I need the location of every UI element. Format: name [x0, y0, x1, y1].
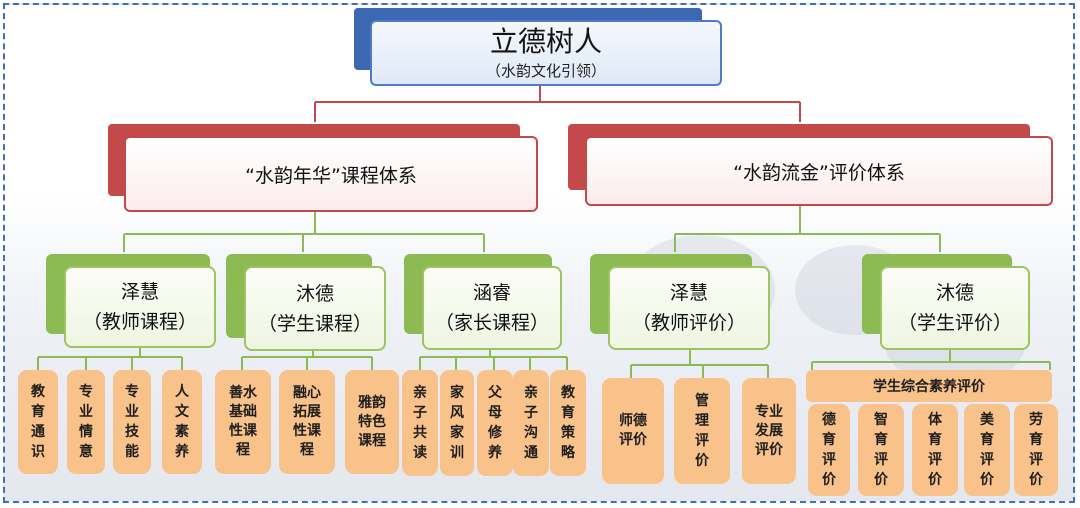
leaf-student-eval: 体育评价 [912, 404, 958, 496]
leaf-parent-course: 父母修养 [477, 370, 513, 476]
group-subtitle: （家长课程） [434, 312, 549, 334]
student-eval-header: 学生综合素养评价 [806, 370, 1052, 402]
leaf-teacher-eval: 管理评价 [674, 378, 730, 484]
course-system-node: “水韵年华”课程体系 [124, 136, 538, 212]
group-subtitle: （学生课程） [257, 312, 372, 335]
leaf-teacher-course: 人文素养 [162, 370, 202, 474]
group-subtitle: （教师课程） [82, 311, 197, 333]
root-subtitle: （水韵文化引领） [485, 62, 606, 80]
eval-system-node: “水韵流金”评价体系 [585, 136, 1053, 206]
group-name: 泽慧 [669, 282, 708, 304]
leaf-parent-course: 亲子沟通 [513, 370, 549, 476]
leaf-teacher-eval: 专业发展评价 [742, 378, 796, 484]
eval-system-label: “水韵流金”评价体系 [733, 161, 905, 184]
group-name: 泽慧 [120, 281, 159, 303]
root-title: 立德树人 [489, 25, 602, 58]
leaf-parent-course: 教育策略 [550, 370, 586, 476]
leaf-student-course: 融心拓展性课程 [279, 370, 335, 474]
course-system-label: “水韵年华”课程体系 [245, 164, 417, 187]
group-name: 沐德 [935, 282, 974, 304]
leaf-teacher-eval: 师德评价 [602, 378, 664, 484]
leaf-parent-course: 家风家训 [440, 370, 474, 476]
teacher-course-group: 泽慧 （教师课程） [64, 266, 216, 348]
leaf-teacher-course: 专业技能 [113, 370, 151, 474]
leaf-student-eval: 美育评价 [964, 404, 1010, 496]
leaf-student-eval: 劳育评价 [1014, 404, 1058, 496]
group-name: 涵睿 [472, 282, 511, 304]
group-subtitle: （教师评价） [631, 312, 746, 334]
leaf-student-course: 善水基础性课程 [215, 370, 271, 474]
teacher-eval-group: 泽慧 （教师评价） [608, 266, 770, 350]
root-node: 立德树人 （水韵文化引领） [370, 20, 722, 86]
leaf-student-eval: 智育评价 [858, 404, 904, 496]
group-name: 沐德 [295, 282, 334, 305]
leaf-teacher-course: 教育通识 [18, 370, 58, 474]
leaf-student-course: 雅韵特色课程 [345, 370, 399, 474]
leaf-teacher-course: 专业情意 [67, 370, 105, 474]
leaf-student-eval: 德育评价 [808, 404, 850, 496]
parent-course-group: 涵睿 （家长课程） [422, 266, 562, 350]
student-course-group: 沐德 （学生课程） [244, 266, 386, 351]
group-subtitle: （学生评价） [897, 312, 1012, 334]
student-eval-group: 沐德 （学生评价） [880, 266, 1030, 350]
leaf-parent-course: 亲子共读 [402, 370, 438, 476]
